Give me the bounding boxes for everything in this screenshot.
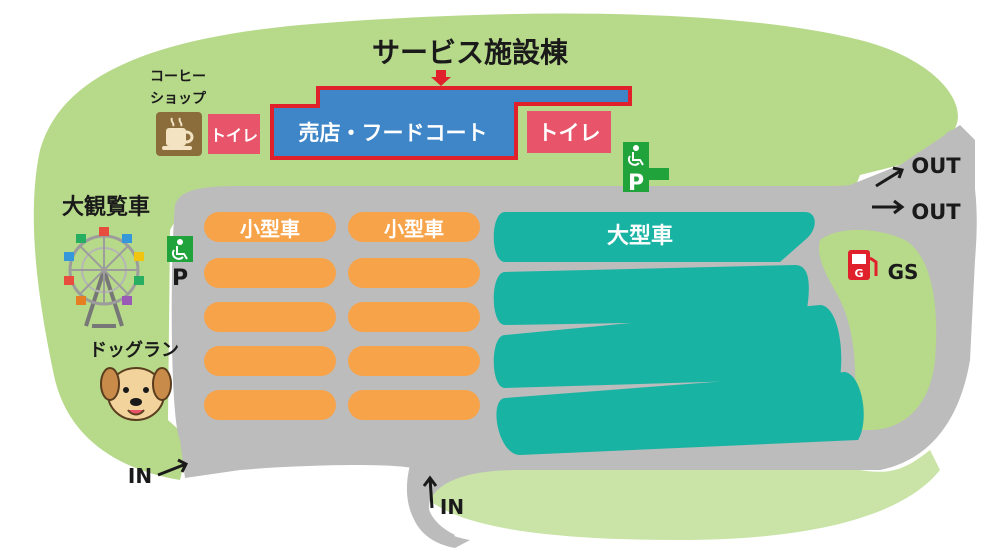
entrance-left-arrow [157, 458, 189, 477]
toilet-left-sign [208, 114, 260, 154]
road-entrance-bottom [406, 452, 520, 545]
gas-pump-icon [848, 250, 878, 280]
coffee-shop-label-1: コーヒー [150, 69, 206, 85]
small-car-spot-left-1 [204, 212, 336, 242]
road-grass-island [819, 229, 937, 430]
small-car-spot-left-3 [204, 302, 336, 332]
dog-icon [100, 367, 172, 421]
toilet-left-label: トイレ [210, 126, 258, 145]
dog-run-label: ドッグラン [89, 339, 179, 361]
exit-arrow-1 [875, 166, 905, 188]
road-exit [850, 125, 975, 240]
entrance-left-label: IN [128, 464, 152, 488]
small-car-label-1: 小型車 [240, 217, 300, 241]
coffee-shop-label-2: ショップ [150, 91, 207, 107]
service-building-title: サービス施設棟 [372, 36, 569, 69]
small-car-spot-right-5 [348, 390, 480, 420]
large-car-area-1 [493, 212, 815, 262]
exit-arrow-2 [872, 199, 905, 215]
gas-station-label: GS [888, 260, 919, 284]
entrance-bottom-arrow [422, 475, 438, 509]
large-car-area-3 [493, 305, 842, 388]
small-car-label-2: 小型車 [384, 217, 444, 241]
shop-food-court-label: 売店・フードコート [299, 121, 488, 145]
small-car-spot-right-1 [348, 212, 480, 242]
ferris-wheel-label: 大観覧車 [62, 194, 150, 220]
ferris-wheel-icon [64, 227, 144, 328]
building-pointer-arrow [431, 70, 451, 86]
accessible-parking-left-icon [167, 236, 193, 262]
accessible-parking-top-icon [623, 142, 669, 192]
large-car-label: 大型車 [607, 224, 673, 249]
exit-label-2: OUT [911, 200, 961, 224]
accessible-parking-left-p: P [172, 266, 188, 291]
accessible-parking-top-p: P [628, 171, 644, 196]
grass-area-bottom [415, 450, 940, 540]
toilet-right-sign [527, 111, 611, 153]
coffee-cup-icon [156, 112, 202, 156]
entrance-bottom-label: IN [440, 495, 464, 519]
toilet-right-label: トイレ [538, 121, 601, 145]
exit-label-1: OUT [911, 154, 961, 178]
service-building [270, 86, 632, 160]
small-car-spot-right-3 [348, 302, 480, 332]
small-car-spot-right-2 [348, 258, 480, 288]
small-car-spot-left-5 [204, 390, 336, 420]
small-car-spot-left-4 [204, 346, 336, 376]
large-car-area-4 [496, 372, 864, 455]
small-car-spot-right-4 [348, 346, 480, 376]
grass-area [33, 13, 958, 481]
small-car-spot-left-2 [204, 258, 336, 288]
large-car-area-2 [493, 265, 809, 325]
gas-pump-badge: G [854, 267, 863, 280]
